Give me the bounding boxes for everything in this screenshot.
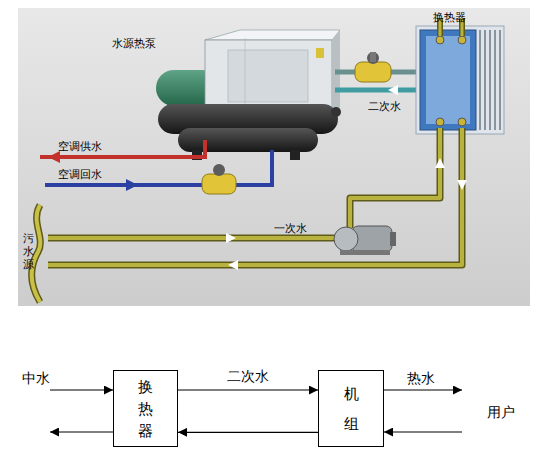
text-label: 二次水 (368, 101, 401, 114)
process-box: 机 组 (318, 370, 384, 447)
pump-symbol (334, 226, 396, 255)
valve-symbol (355, 52, 391, 82)
background-panel (18, 8, 530, 306)
flow-arrow (178, 432, 318, 433)
box-label: 机 组 (342, 379, 360, 439)
box-label: 换 热 器 (137, 376, 155, 442)
flow-line (50, 390, 462, 432)
text-label: 污水源 (23, 232, 35, 272)
text-label: 热水 (407, 370, 435, 386)
text-label: 空调供水 (58, 141, 102, 154)
text-label: 一次水 (274, 223, 307, 236)
text-label: 空调回水 (58, 169, 102, 182)
text-label: 中水 (22, 370, 50, 386)
text-label: 用户 (487, 404, 515, 420)
primary-pipe (32, 18, 463, 302)
text-label: 换热器 (433, 12, 466, 25)
edge-label: 二次水 (227, 368, 269, 386)
flow-arrow (226, 158, 467, 270)
process-box: 换 热 器 (113, 370, 178, 447)
flow-arrow (178, 389, 318, 390)
text-label: 水源热泵 (112, 38, 156, 51)
return-pipe (45, 150, 272, 191)
supply-pipe (40, 140, 205, 163)
heat-pump-unit (156, 30, 341, 160)
heat-exchanger (416, 26, 504, 134)
valve-symbol (202, 164, 236, 194)
